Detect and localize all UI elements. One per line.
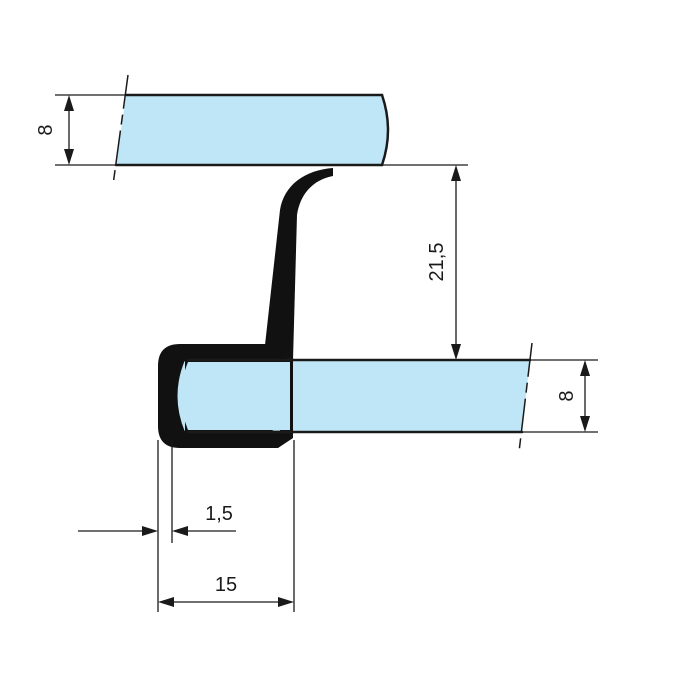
dimension-top-glass-thickness: 8 <box>35 94 126 166</box>
top-glass-thickness-label: 8 <box>35 124 57 135</box>
dimension-gap-height: 21,5 <box>382 164 468 360</box>
gap-height-label: 21,5 <box>426 243 448 282</box>
seal-profile <box>158 168 333 448</box>
dimension-profile-wall: 1,5 <box>78 440 236 612</box>
profile-wall-label: 1,5 <box>205 503 233 525</box>
dimension-profile-depth: 15 <box>158 440 295 612</box>
bottom-glass-thickness-label: 8 <box>556 390 578 401</box>
top-glass-panel <box>112 74 390 186</box>
dimension-bottom-glass-thickness: 8 <box>522 359 598 433</box>
profile-fin <box>265 168 333 360</box>
profile-depth-label: 15 <box>215 574 237 596</box>
profile-lip <box>158 386 166 408</box>
top-glass-break-line <box>112 74 129 186</box>
bottom-glass-break-line <box>518 342 533 453</box>
